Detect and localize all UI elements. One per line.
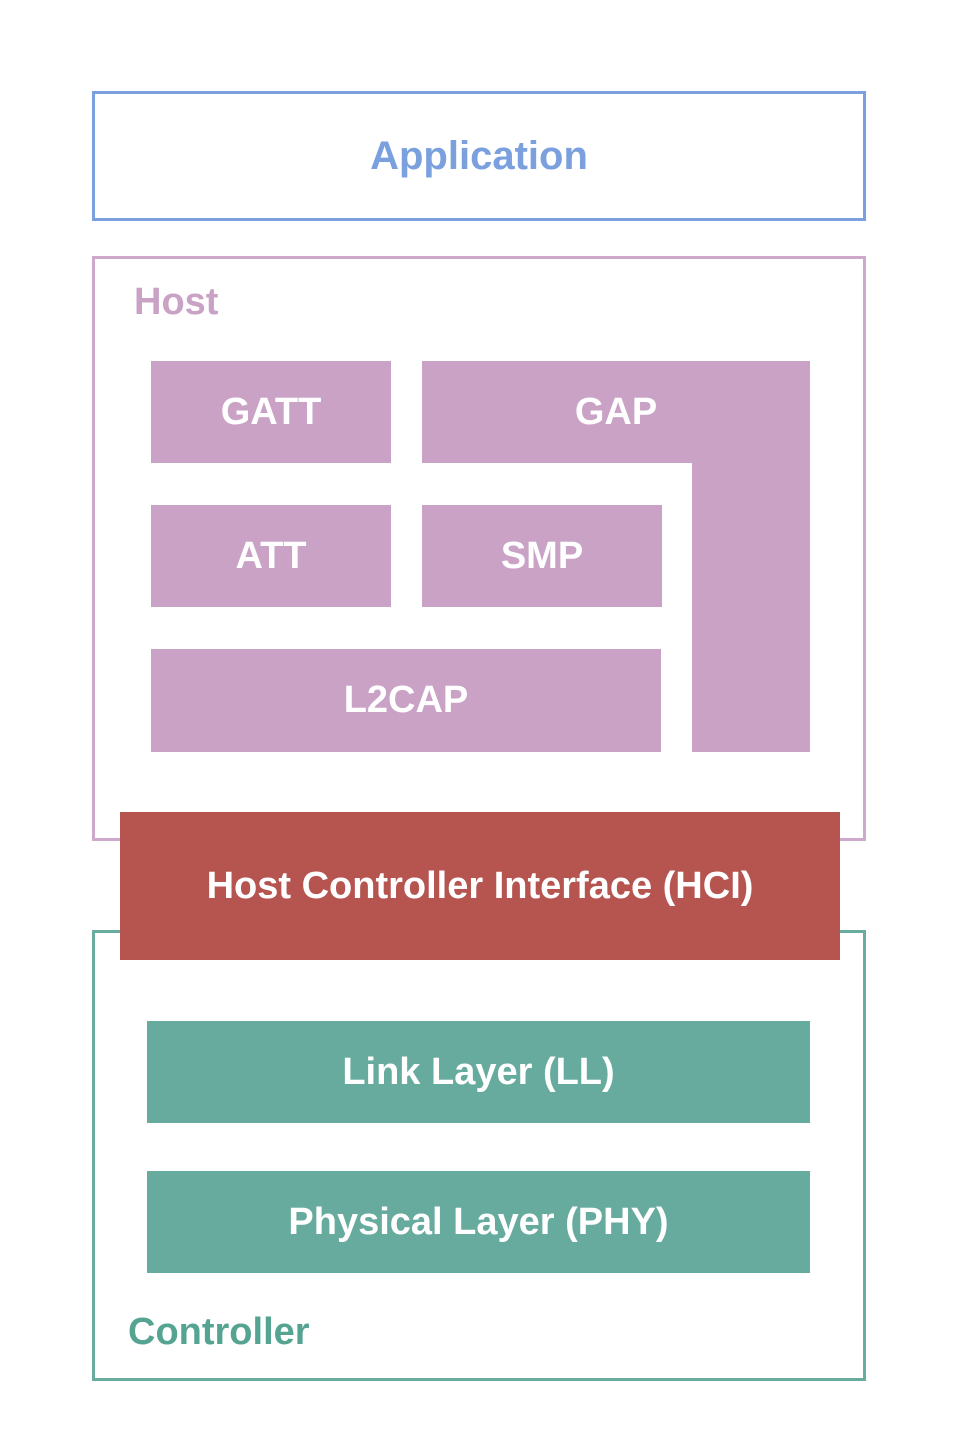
smp-block: SMP	[422, 505, 662, 607]
gatt-label: GATT	[220, 390, 322, 433]
physical-layer-block: Physical Layer (PHY)	[147, 1171, 810, 1273]
application-label: Application	[370, 133, 588, 178]
hci-label: Host Controller Interface (HCI)	[206, 864, 754, 907]
att-label: ATT	[235, 534, 307, 577]
physical-layer-label: Physical Layer (PHY)	[288, 1200, 669, 1243]
controller-box: Controller	[92, 930, 866, 1381]
gap-label: GAP	[574, 390, 658, 433]
link-layer-block: Link Layer (LL)	[147, 1021, 810, 1123]
host-label: Host	[134, 281, 219, 323]
controller-label: Controller	[128, 1311, 310, 1353]
gatt-block: GATT	[151, 361, 391, 463]
smp-label: SMP	[500, 534, 584, 577]
gap-block-extension	[692, 462, 810, 752]
l2cap-label: L2CAP	[343, 679, 469, 721]
application-box: Application	[92, 91, 866, 221]
l2cap-block: L2CAP	[151, 649, 661, 752]
att-block: ATT	[151, 505, 391, 607]
link-layer-label: Link Layer (LL)	[342, 1050, 615, 1093]
hci-block: Host Controller Interface (HCI)	[120, 812, 840, 960]
gap-block: GAP	[422, 361, 810, 463]
